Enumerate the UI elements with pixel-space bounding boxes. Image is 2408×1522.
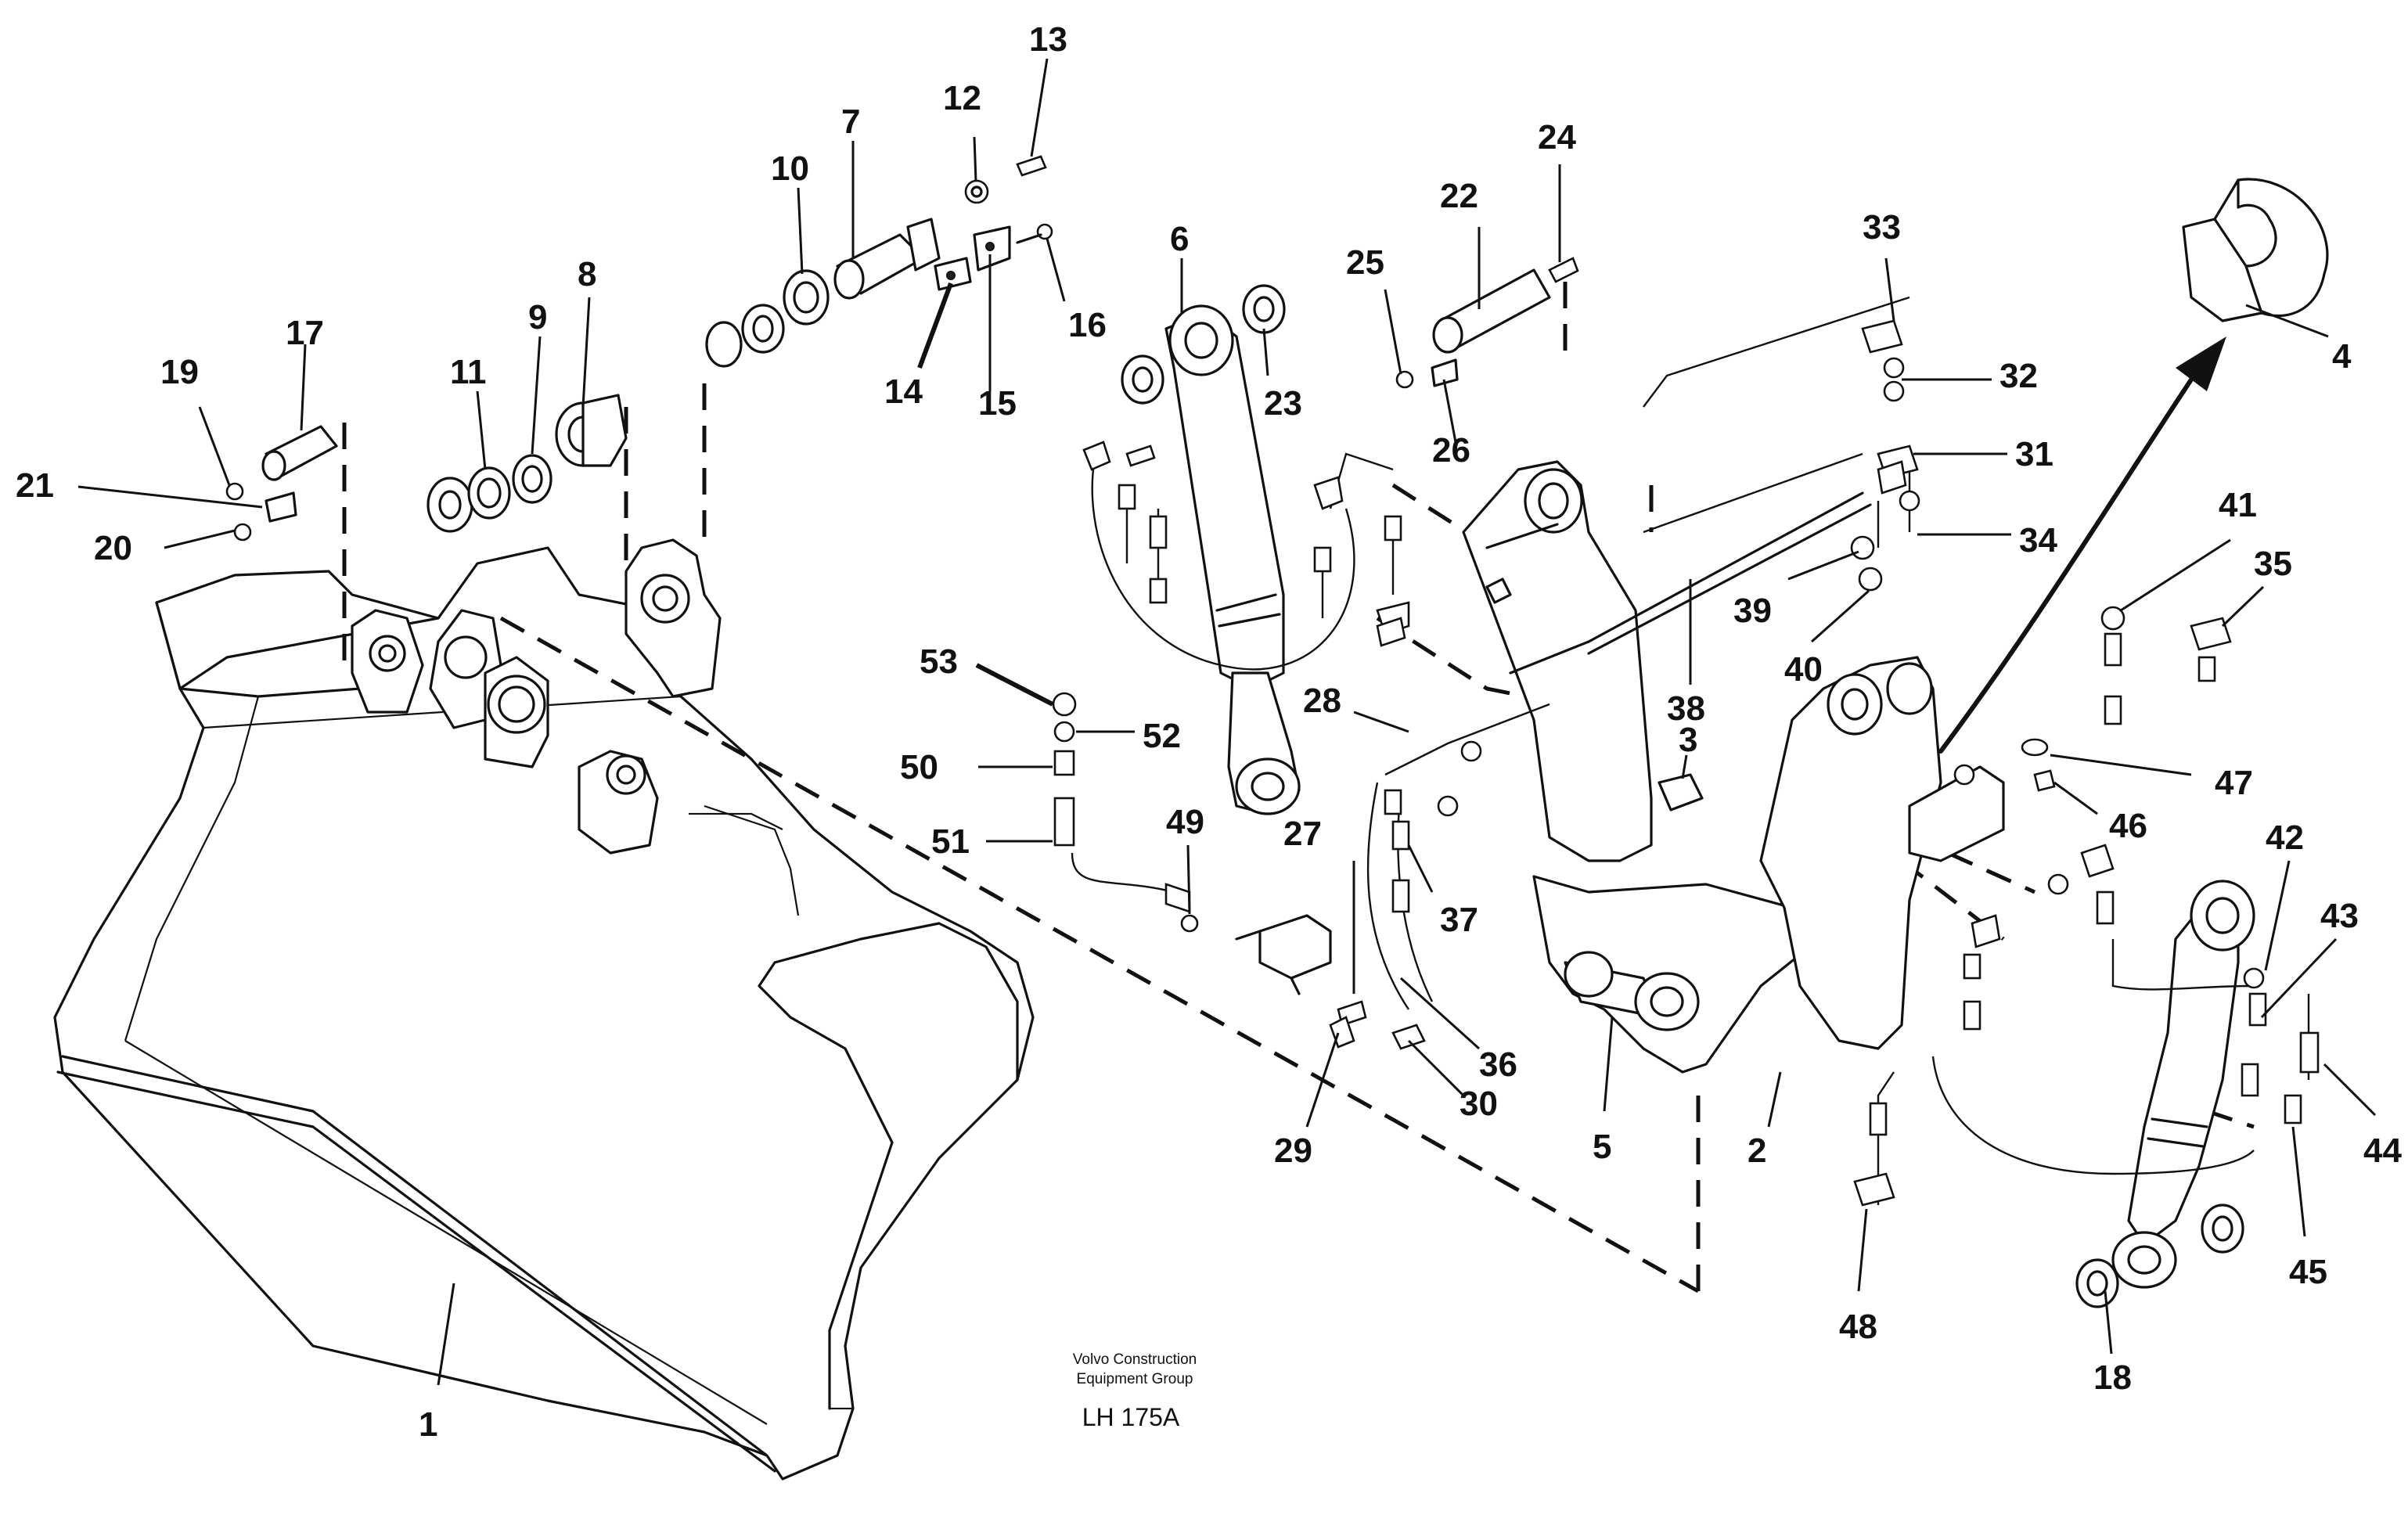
callout-labels: 1 2 3 4 5 6 7 8 9 10 11 12 13 14 15 16 1… [16,20,2402,1444]
callout-35: 35 [2254,545,2292,583]
hydraulic-fittings [1052,319,2320,1207]
callout-22: 22 [1440,177,1478,215]
callout-28: 28 [1303,682,1341,720]
callout-36: 36 [1479,1045,1517,1084]
callout-29: 29 [1274,1132,1312,1170]
callout-6: 6 [1170,220,1189,258]
callout-3: 3 [1679,721,1697,759]
callout-15: 15 [978,384,1017,423]
pin-22 [1395,257,1579,389]
callout-53: 53 [920,642,958,681]
left-pin-assembly [225,394,628,542]
caption-drawing-code: LH 175A [1082,1403,1180,1431]
callout-50: 50 [900,748,938,786]
callout-8: 8 [578,255,596,293]
callout-18: 18 [2093,1358,2132,1397]
callout-12: 12 [943,79,981,117]
callout-32: 32 [1999,357,2038,395]
callout-37: 37 [1440,901,1478,939]
callout-11: 11 [450,353,487,391]
right-hydraulic-cylinder [2075,880,2255,1308]
hook [2182,178,2329,322]
bucket [53,538,1035,1481]
callout-17: 17 [286,314,324,352]
callout-33: 33 [1863,208,1901,246]
arrow [1938,336,2226,754]
left-hydraulic-cylinder [1121,284,1301,815]
callout-38: 38 [1667,689,1705,728]
caption-block: Volvo Construction Equipment Group LH 17… [1073,1351,1197,1431]
callout-30: 30 [1460,1085,1498,1123]
callout-52: 52 [1143,717,1181,755]
callout-46: 46 [2109,807,2147,845]
callout-31: 31 [2015,435,2053,473]
callout-43: 43 [2320,897,2359,935]
caption-company-line2: Equipment Group [1077,1371,1193,1387]
callout-39: 39 [1733,592,1772,630]
callout-1: 1 [419,1405,437,1444]
callout-41: 41 [2219,486,2257,524]
callout-2: 2 [1748,1132,1766,1170]
caption-company-line1: Volvo Construction [1073,1351,1197,1368]
callout-27: 27 [1283,815,1322,853]
callout-10: 10 [771,149,809,188]
callout-16: 16 [1068,306,1107,344]
callout-5: 5 [1593,1128,1611,1166]
callout-4: 4 [2332,337,2352,376]
callout-21: 21 [16,466,54,505]
upper-pin-assembly [705,155,1053,368]
callout-44: 44 [2363,1132,2402,1170]
callout-24: 24 [1538,118,1576,157]
callout-47: 47 [2215,764,2253,802]
callout-7: 7 [841,103,860,141]
callout-20: 20 [94,529,132,567]
leader-lines [77,58,2377,1386]
callout-45: 45 [2289,1253,2327,1291]
quick-coupler-frame [1462,460,2005,1074]
callout-42: 42 [2266,819,2304,857]
callout-48: 48 [1839,1308,1877,1346]
callout-23: 23 [1264,384,1302,423]
callout-51: 51 [931,822,970,861]
callout-26: 26 [1432,431,1470,470]
callout-13: 13 [1029,20,1067,59]
callout-34: 34 [2019,521,2057,560]
callout-40: 40 [1784,650,1823,689]
callout-49: 49 [1166,803,1204,841]
callout-14: 14 [884,372,923,411]
callout-9: 9 [528,298,547,336]
callout-19: 19 [160,353,199,391]
hydraulic-hoses [1071,296,2310,1205]
callout-25: 25 [1346,243,1384,282]
